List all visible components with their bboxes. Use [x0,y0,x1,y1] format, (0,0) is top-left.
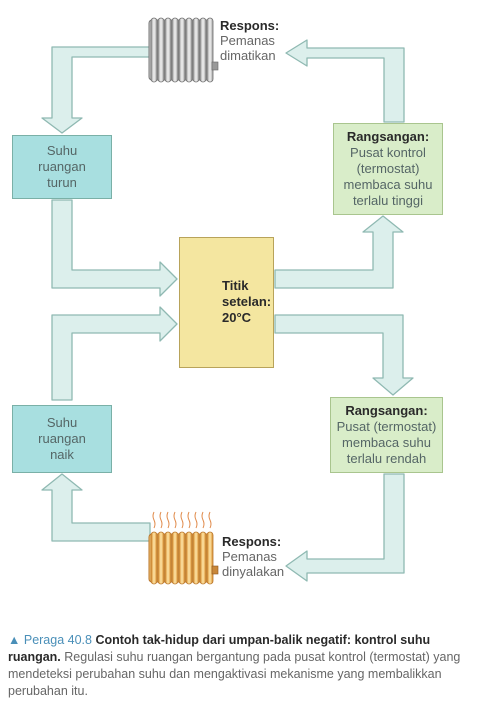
response-title: Respons: [222,534,282,549]
arrow-stimulus-high-to-response [285,39,405,123]
box-line: ruangan [38,159,86,174]
arrow-setpoint-to-stimulus-low [274,314,414,396]
arrow-room-rises-to-setpoint [51,306,178,401]
arrow-stimulus-low-to-response [285,473,405,582]
stimulus-title: Rangsangan: [346,129,430,144]
box-line: (termostat) [356,161,420,176]
figure-caption: ▲ Peraga 40.8 Contoh tak-hidup dari umpa… [8,632,476,700]
setpoint-line: Titik [222,278,249,293]
box-line: Suhu [46,143,78,158]
radiator-off-icon [148,17,219,83]
stimulus-title: Rangsangan: [345,403,428,418]
caption-body: Regulasi suhu ruangan bergantung pada pu… [8,650,461,698]
response-heater-off: Respons: Pemanas dimatikan [220,18,279,63]
response-heater-on: Respons: Pemanas dinyalakan [222,534,284,579]
setpoint-box [179,237,274,368]
radiator-hot-icon [148,511,219,585]
stimulus-too-low-box: Rangsangan: Pusat (termostat) membaca su… [330,397,443,473]
feedback-loop-diagram [41,17,414,585]
box-line: terlalu tinggi [352,193,424,208]
arrow-setpoint-to-stimulus-high [274,215,404,289]
response-line: Pemanas [220,33,275,48]
box-line: naik [50,447,74,462]
box-line: Suhu [46,415,78,430]
response-line: dinyalakan [222,564,285,579]
loop-arrows [41,39,414,582]
box-line: terlalu rendah [346,451,427,466]
setpoint-line: 20°C [222,310,252,325]
box-line: membaca suhu [342,435,431,450]
response-title: Respons: [220,18,280,33]
arrow-response-to-room-rises [41,473,151,542]
box-line: turun [47,175,77,190]
arrow-response-to-room-falls [41,46,151,134]
arrow-room-falls-to-setpoint [51,199,178,297]
box-line: Pusat kontrol [350,145,426,160]
figure-label: Peraga 40.8 [23,633,92,647]
room-temp-falls-box: Suhu ruangan turun [12,135,112,199]
box-line: membaca suhu [343,177,433,192]
box-line: ruangan [38,431,86,446]
room-temp-rises-box: Suhu ruangan naik [12,405,112,473]
setpoint-label: Titik setelan: 20°C [222,278,271,326]
caption-triangle-icon: ▲ [8,633,21,647]
setpoint-line: setelan: [222,294,272,309]
response-line: Pemanas [222,549,277,564]
box-line: Pusat (termostat) [336,419,437,434]
caption-title: Contoh tak-hidup dari umpan-balik negati… [8,633,431,664]
response-line: dimatikan [220,48,276,63]
stimulus-too-high-box: Rangsangan: Pusat kontrol (termostat) me… [333,123,443,215]
